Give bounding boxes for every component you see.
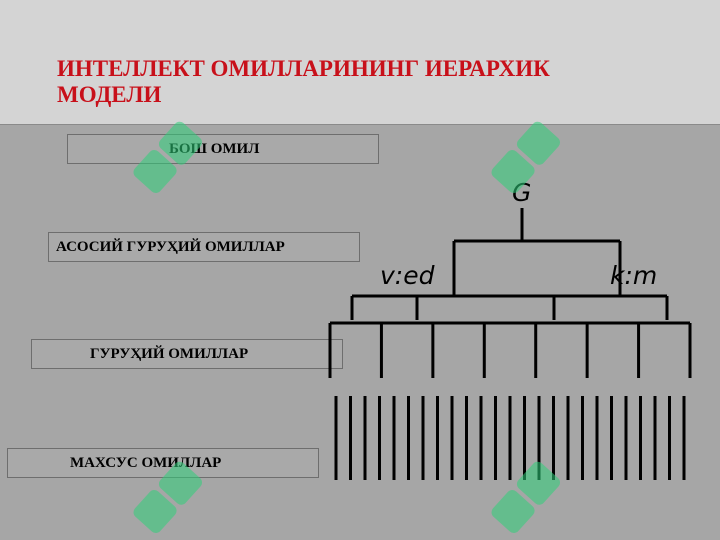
specific-factor-lines xyxy=(334,396,686,480)
slide-header: ИНТЕЛЛЕКТ ОМИЛЛАРИНИНГ ИЕРАРХИК МОДЕЛИ xyxy=(0,0,720,125)
hierarchy-tree: G v:ed k:m xyxy=(322,168,694,488)
hierarchy-tree-drawing: G v:ed k:m xyxy=(328,178,692,480)
tree-right-branch-label: k:m xyxy=(610,261,657,290)
tree-left-branch-label: v:ed xyxy=(380,261,435,290)
slide-title: ИНТЕЛЛЕКТ ОМИЛЛАРИНИНГ ИЕРАРХИК МОДЕЛИ xyxy=(57,56,550,107)
level-specific-factors: МАХСУС ОМИЛЛАР xyxy=(7,448,319,478)
level-major-group-factors: АСОСИЙ ГУРУҲИЙ ОМИЛЛАР xyxy=(48,232,360,262)
group-factor-lines xyxy=(328,323,692,378)
tree-root-label: G xyxy=(512,178,531,207)
level-group-factors: ГУРУҲИЙ ОМИЛЛАР xyxy=(31,339,343,369)
level-general-factor: БОШ ОМИЛ xyxy=(67,134,379,164)
tree-connectors xyxy=(330,208,690,325)
